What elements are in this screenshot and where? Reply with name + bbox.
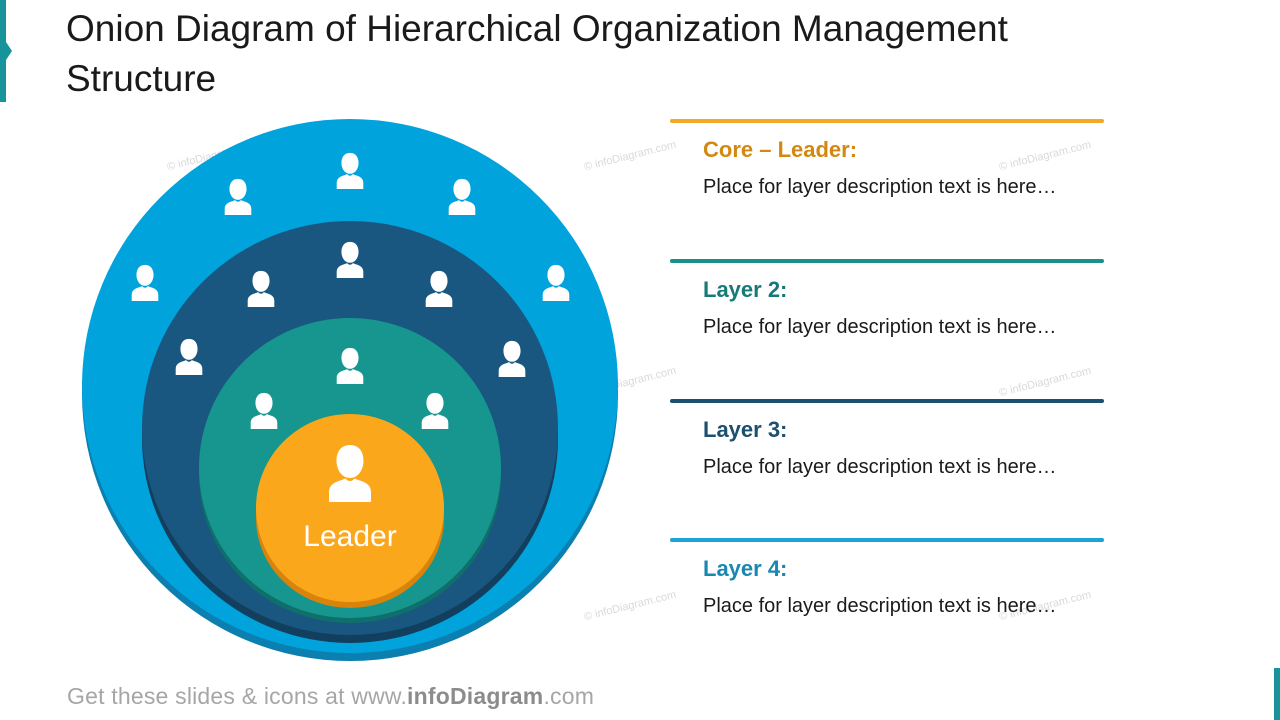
- accent-notch: [6, 42, 12, 60]
- footer-brand[interactable]: infoDiagram: [407, 683, 544, 709]
- layer-title: Layer 4:: [703, 556, 788, 581]
- layer-description-2: Layer 2: Place for layer description tex…: [670, 259, 1104, 339]
- layer-title: Layer 3:: [703, 417, 788, 442]
- layer-divider: [670, 119, 1104, 123]
- core-circle: [256, 414, 444, 602]
- footer-prefix: Get these slides & icons at www.: [67, 683, 408, 709]
- footer-suffix: .com: [543, 683, 595, 709]
- layer-description: Place for layer description text is here…: [703, 176, 1057, 198]
- layer-description: Place for layer description text is here…: [703, 456, 1057, 478]
- layer-divider: [670, 259, 1104, 263]
- layer-title: Core – Leader:: [703, 137, 858, 162]
- page-title: Onion Diagram of Hierarchical Organizati…: [66, 8, 1008, 99]
- footer-credit: Get these slides & icons at www.infoDiag…: [67, 683, 594, 710]
- accent-bar: [0, 0, 6, 102]
- layer-divider: [670, 399, 1104, 403]
- layer-divider: [670, 538, 1104, 542]
- corner-accent: [1274, 668, 1280, 720]
- layer-description-4: Layer 4: Place for layer description tex…: [670, 538, 1104, 618]
- layer-description-3: Layer 3: Place for layer description tex…: [670, 399, 1104, 479]
- core-label: Leader: [303, 520, 396, 553]
- layer-title: Layer 2:: [703, 277, 788, 302]
- layer-description: Place for layer description text is here…: [703, 316, 1057, 338]
- layer-description: Place for layer description text is here…: [703, 595, 1057, 617]
- layer-description-core: Core – Leader: Place for layer descripti…: [670, 119, 1104, 199]
